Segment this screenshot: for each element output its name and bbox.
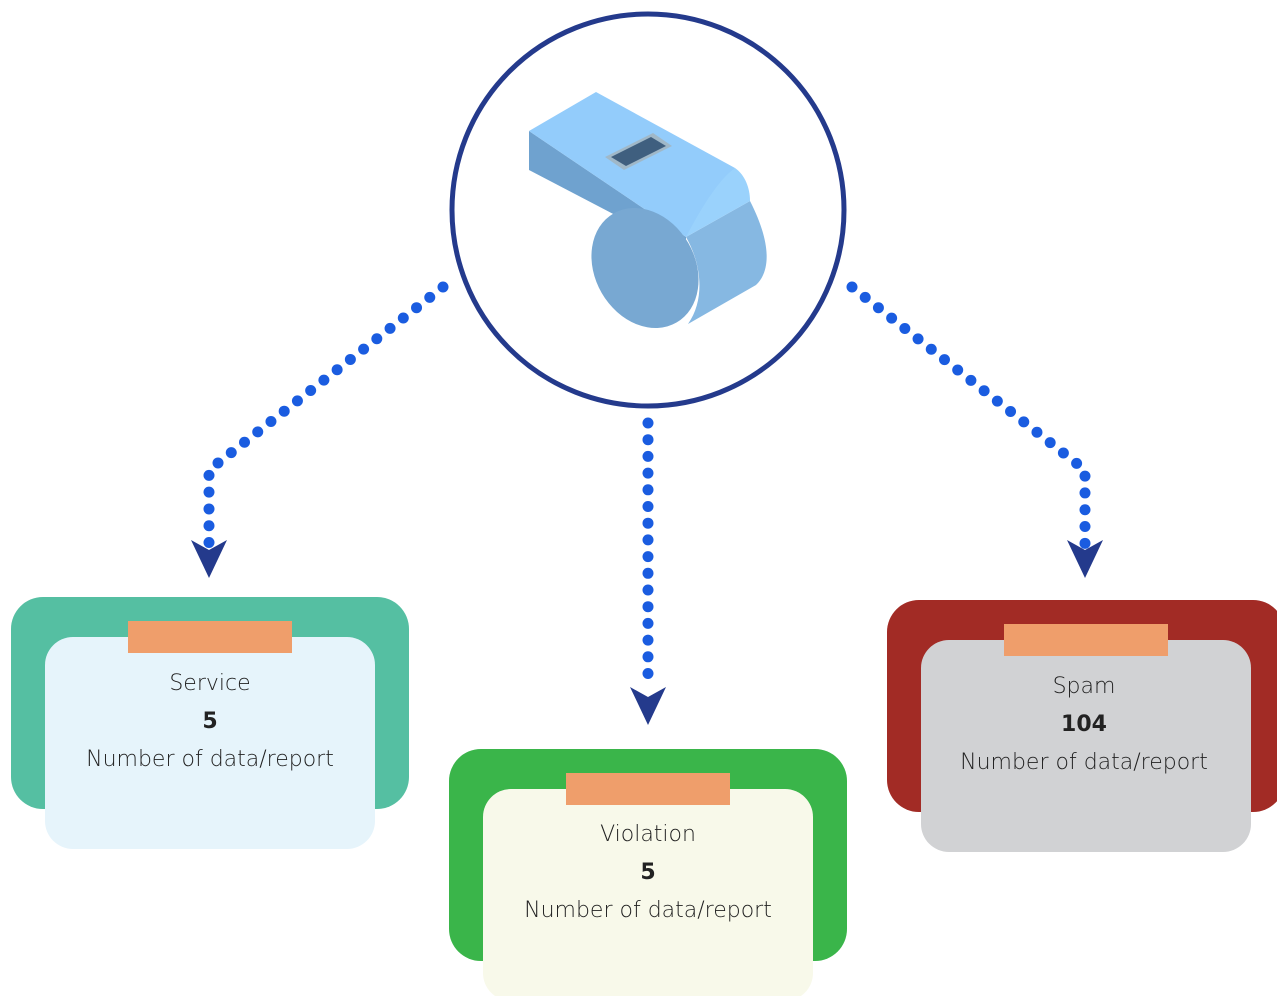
- connector-service-dot: [397, 312, 409, 324]
- card-violation-value: 5: [640, 860, 656, 885]
- card-service-body: [45, 637, 375, 849]
- connector-violation-dot: [642, 450, 654, 462]
- connector-spam-dot: [925, 343, 937, 355]
- connector-violation-arrowhead: [630, 687, 666, 725]
- connector-service-dot: [203, 503, 215, 515]
- connector-violation-dot: [642, 484, 654, 496]
- connector-spam-dot: [1079, 537, 1091, 549]
- connector-service-dot: [437, 281, 449, 293]
- connector-violation-dot: [642, 517, 654, 529]
- connector-service-dot: [252, 426, 264, 438]
- connector-service-dot: [203, 469, 215, 481]
- connector-spam-dot: [952, 364, 964, 376]
- connector-violation-dot: [642, 651, 654, 663]
- connector-service-dot: [265, 416, 277, 428]
- connector-service-dot: [203, 537, 215, 549]
- connector-service-dot: [344, 353, 356, 365]
- connector-violation-dot: [642, 668, 654, 679]
- connector-spam-dot: [1018, 416, 1030, 428]
- card-spam: [887, 600, 1277, 852]
- connector-spam-dot: [886, 312, 898, 324]
- connector-service-arrowhead: [191, 540, 227, 578]
- card-violation-text: Violation 5 Number of data/report: [483, 817, 813, 929]
- connector-spam-dot: [859, 291, 871, 303]
- connector-violation-dot: [642, 601, 654, 613]
- whistle-icon: [529, 92, 767, 329]
- connector-service-dot: [424, 291, 436, 303]
- center-node: [449, 11, 847, 409]
- connector-service-dot: [331, 364, 343, 376]
- connector-spam-dot: [1044, 437, 1056, 449]
- connector-violation-dot: [642, 551, 654, 563]
- connector-service-dot: [318, 374, 330, 386]
- connector-spam-dot: [1079, 504, 1091, 516]
- connector-service-dot: [411, 302, 423, 314]
- card-violation-body: [483, 789, 813, 996]
- connector-spam-dot: [872, 302, 884, 314]
- connector-service-dot: [291, 395, 303, 407]
- connector-spam-dot: [1057, 447, 1069, 459]
- connector-violation-dot: [642, 534, 654, 546]
- card-service-subtitle: Number of data/report: [86, 747, 334, 772]
- connector-spam-dot: [1079, 470, 1091, 482]
- connector-service-dot: [358, 343, 370, 355]
- card-spam-tab: [1004, 624, 1168, 656]
- connector-spam-dot: [1079, 521, 1091, 533]
- card-spam-title: Spam: [1052, 674, 1116, 699]
- connector-spam-dot: [991, 395, 1003, 407]
- connector-violation-dot: [642, 434, 654, 446]
- connector-violation-dot: [642, 617, 654, 629]
- card-service-tab: [128, 621, 292, 653]
- connector-service-dot: [305, 384, 317, 396]
- connector-service-dot: [384, 322, 396, 334]
- connector-violation-dot: [642, 584, 654, 596]
- connector-spam-dot: [965, 374, 977, 386]
- connector-service-dot: [225, 447, 237, 459]
- card-service-title: Service: [169, 671, 251, 696]
- connector-violation-dot: [642, 567, 654, 579]
- connector-spam-dot: [1079, 487, 1091, 499]
- connector-violation-dot: [642, 501, 654, 512]
- connector-violation-dot: [642, 634, 654, 646]
- card-violation-title: Violation: [600, 822, 696, 847]
- card-violation: [449, 749, 847, 996]
- connectors: [191, 281, 1103, 725]
- connector-service-dot: [371, 333, 383, 345]
- connector-spam-dot: [1031, 426, 1043, 438]
- connector-spam-dot: [938, 354, 950, 366]
- connector-spam-dot: [1071, 457, 1083, 469]
- connector-violation-dot: [642, 467, 654, 479]
- connector-spam-dot: [912, 333, 924, 345]
- connector-spam-dot: [899, 323, 911, 335]
- connector-service-dot: [203, 486, 215, 498]
- card-service: [11, 597, 409, 849]
- card-violation-subtitle: Number of data/report: [524, 898, 772, 923]
- connector-service-dot: [212, 457, 224, 469]
- connector-spam-dot: [978, 385, 990, 397]
- card-spam-value: 104: [1061, 712, 1107, 737]
- connector-service-dot: [203, 520, 215, 532]
- connector-service-dot: [278, 405, 290, 417]
- card-violation-tab: [566, 773, 730, 805]
- card-spam-subtitle: Number of data/report: [960, 750, 1208, 775]
- connector-spam-dot: [1005, 406, 1017, 418]
- connector-spam-dot: [846, 281, 858, 293]
- connector-spam-arrowhead: [1067, 540, 1103, 578]
- card-spam-body: [921, 640, 1251, 852]
- connector-violation-dot: [642, 417, 654, 429]
- connector-service-dot: [238, 436, 250, 448]
- card-spam-text: Spam 104 Number of data/report: [919, 669, 1249, 781]
- card-service-text: Service 5 Number of data/report: [45, 666, 375, 778]
- card-service-value: 5: [202, 709, 218, 734]
